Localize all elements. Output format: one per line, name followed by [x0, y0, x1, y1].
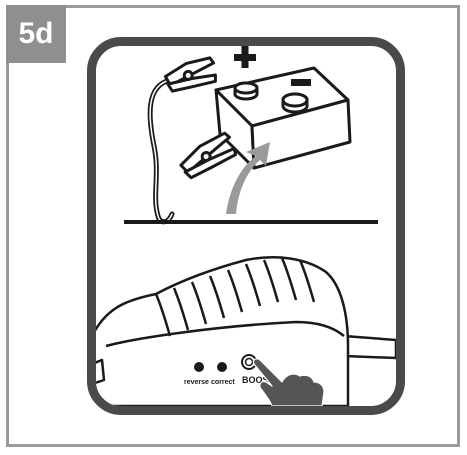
clamp-icon — [163, 56, 217, 93]
cable-icon — [147, 77, 175, 225]
pointing-hand-icon — [252, 358, 325, 406]
booster-device — [96, 256, 396, 406]
step-badge: 5d — [6, 5, 66, 63]
arrow-icon — [226, 142, 270, 214]
positive-sign-icon — [234, 46, 256, 68]
clamp-icon — [179, 131, 238, 180]
indicator-label-correct: correct — [211, 379, 235, 386]
indicator-label-reverse: reverse — [184, 379, 209, 386]
illustration-svg: reverse correct BOOS — [96, 46, 396, 406]
reverse-indicator — [194, 362, 204, 372]
negative-sign-icon — [291, 79, 311, 86]
correct-indicator — [217, 362, 227, 372]
boost-button-label: BOOS — [242, 375, 269, 385]
illustration-panel: reverse correct BOOS — [87, 37, 405, 415]
